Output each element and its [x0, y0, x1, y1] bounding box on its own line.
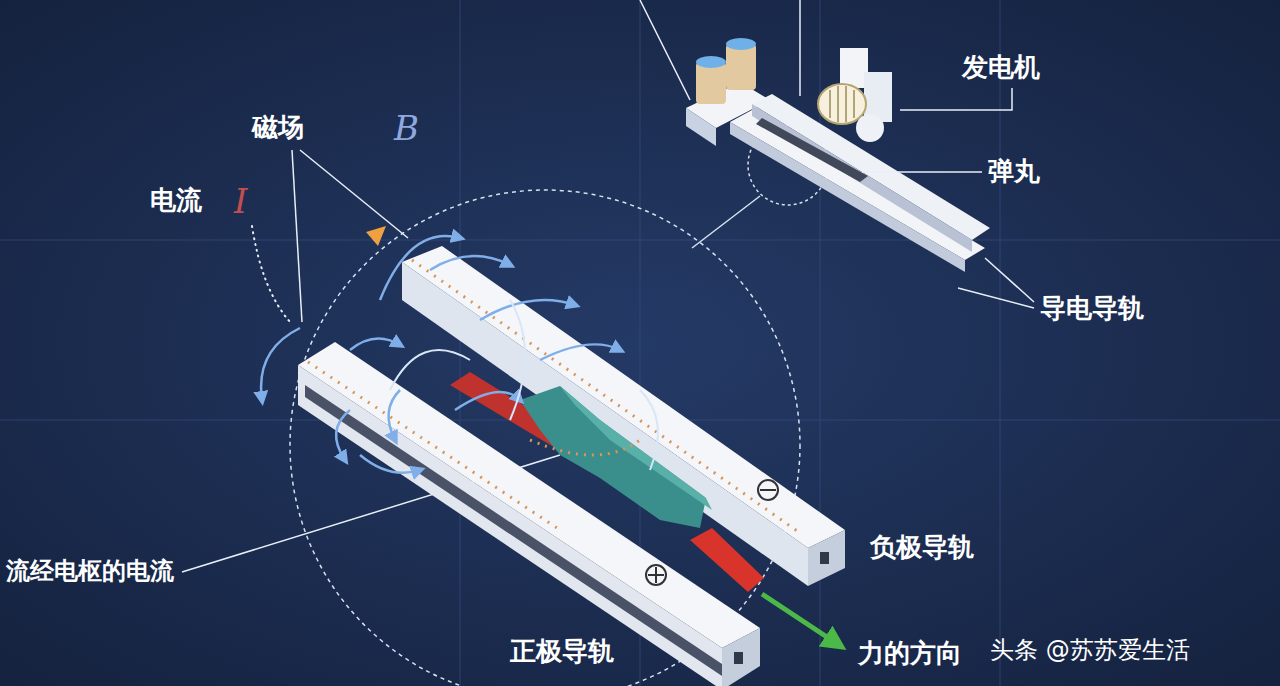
orange-marker: [366, 226, 386, 246]
small-railgun: [640, 0, 990, 272]
generator-label: 发电机: [962, 52, 1040, 83]
field-loops: [390, 300, 658, 470]
force-arrow: [762, 594, 836, 643]
field-symbol: B: [394, 108, 419, 149]
leader-lines: [182, 88, 1034, 572]
watermark: 头条 @苏苏爱生活: [990, 636, 1190, 665]
rails-label: 导电导轨: [1040, 293, 1144, 324]
current-dotted-leader: [252, 226, 290, 322]
magnify-circle: [290, 190, 800, 686]
projectile-label: 弹丸: [988, 156, 1040, 187]
field-label: 磁场: [252, 112, 304, 143]
positive-rail-label: 正极导轨: [510, 636, 614, 667]
positive-rail: [298, 342, 760, 686]
current-label: 电流: [150, 185, 202, 216]
force-label: 力的方向: [858, 638, 962, 669]
current-symbol: I: [234, 181, 247, 222]
negative-rail: [402, 246, 845, 586]
magnetic-field-arcs: [261, 236, 620, 473]
negative-rail-label: 负极导轨: [870, 532, 974, 563]
armature-current-label: 流经电枢的电流: [6, 557, 174, 586]
zoom-line: [692, 196, 760, 248]
